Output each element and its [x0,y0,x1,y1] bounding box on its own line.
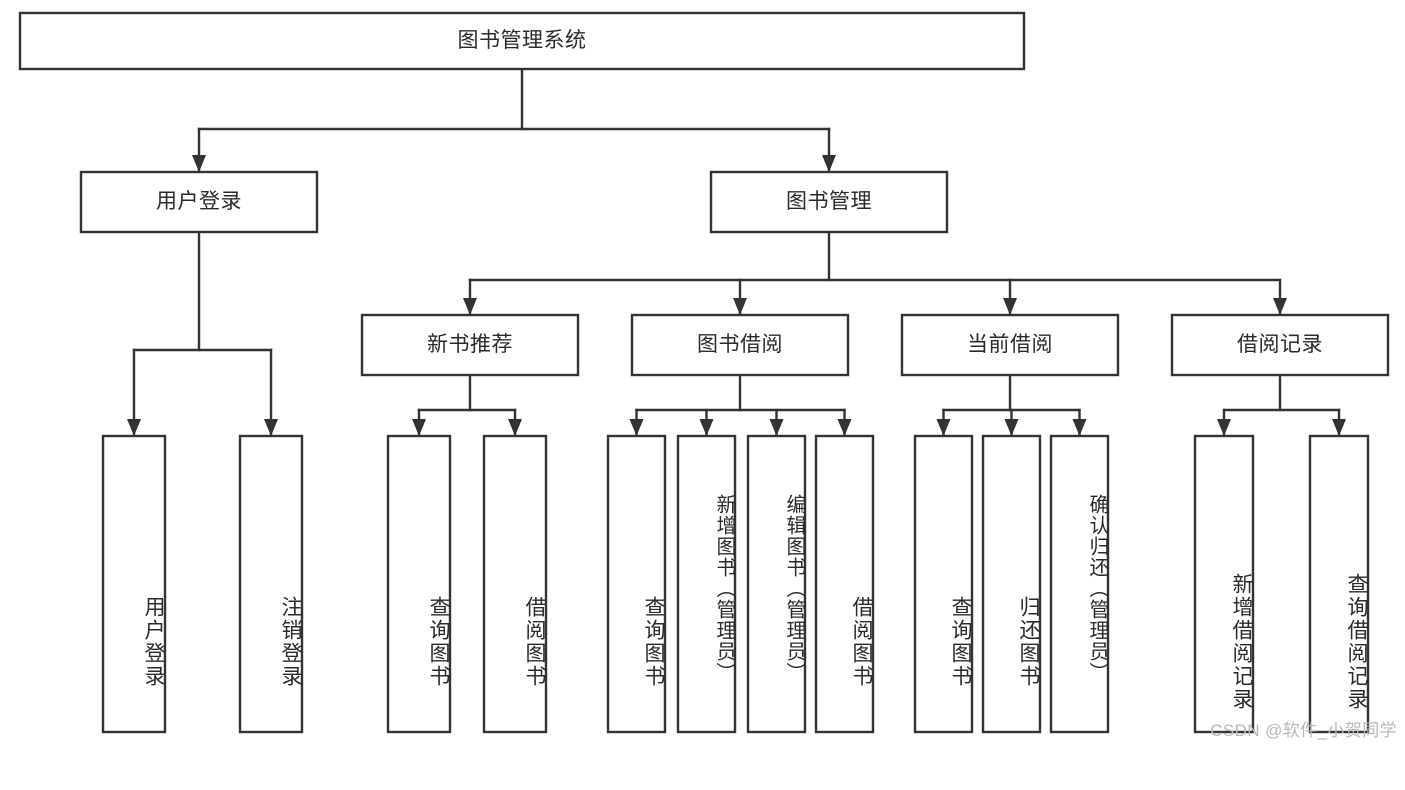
node-box-root[interactable] [18,11,1026,71]
node-box-l_r_add[interactable] [1193,434,1255,734]
node-box-n_user_login[interactable] [79,170,319,234]
node-box-n_book_mgmt[interactable] [709,170,949,234]
boxes-layer [18,11,1390,734]
arrow-head-icon [1273,298,1287,315]
node-box-l_c_confirm[interactable] [1049,434,1110,734]
node-box-l_c_query[interactable] [913,434,974,734]
arrow-head-icon [936,419,951,436]
arrow-head-icon [629,419,644,436]
node-box-l_b_borrow[interactable] [814,434,875,734]
node-box-l_nb_borrow[interactable] [482,434,548,734]
arrow-head-icon [1003,298,1017,315]
node-box-l_b_add[interactable] [676,434,737,734]
node-box-l_b_edit[interactable] [746,434,807,734]
node-box-n_records[interactable] [1170,313,1390,377]
arrow-head-icon [192,155,206,172]
arrow-head-icon [837,419,852,436]
arrow-head-icon [264,419,278,436]
diagram-canvas: 图书管理系统用户登录图书管理新书推荐图书借阅当前借阅借阅记录用户登录注销登录查询… [18,11,1397,740]
node-box-l_user_login[interactable] [101,434,167,734]
edges-layer [127,67,1346,438]
node-box-l_b_query[interactable] [606,434,667,734]
arrow-head-icon [412,419,426,436]
watermark: CSDN @软件_小贺同学 [1210,721,1397,740]
arrow-head-icon [508,419,522,436]
arrow-head-icon [127,419,141,436]
arrow-head-icon [463,298,477,315]
node-box-n_current[interactable] [900,313,1120,377]
tree-connectors [18,11,1390,734]
arrow-head-icon [733,298,747,315]
node-box-l_r_query[interactable] [1308,434,1370,734]
arrow-head-icon [1332,419,1346,436]
node-box-l_c_return[interactable] [981,434,1042,734]
node-box-n_borrow[interactable] [630,313,850,377]
node-box-l_nb_query[interactable] [386,434,452,734]
arrow-head-icon [1004,419,1019,436]
node-box-n_new_books[interactable] [360,313,580,377]
arrow-head-icon [699,419,714,436]
node-box-l_user_logout[interactable] [238,434,304,734]
arrow-head-icon [822,155,836,172]
arrow-head-icon [1072,419,1087,436]
arrow-head-icon [1217,419,1231,436]
arrow-head-icon [769,419,784,436]
